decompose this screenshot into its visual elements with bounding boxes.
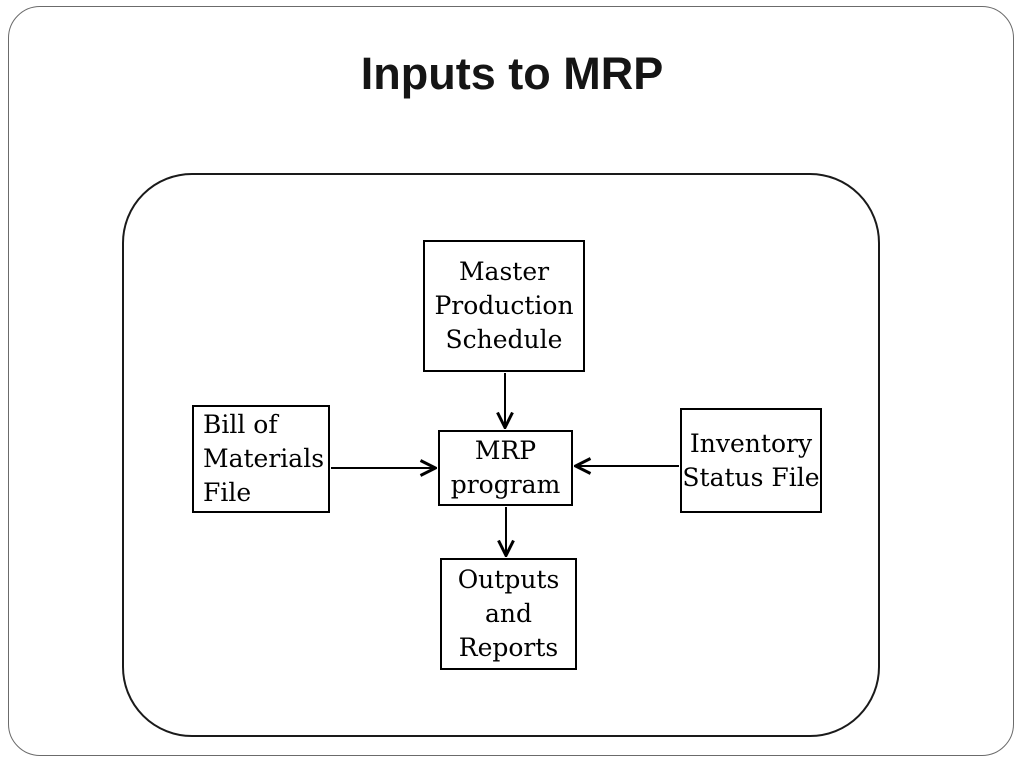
slide-border <box>8 6 1014 756</box>
node-outputs-and-reports: Outputs and Reports <box>440 558 577 670</box>
slide-title: Inputs to MRP <box>360 48 664 99</box>
node-mrp-program: MRP program <box>438 430 573 506</box>
node-bill-of-materials-file: Bill of Materials File <box>192 405 330 513</box>
node-inventory-status-file: Inventory Status File <box>680 408 822 513</box>
node-master-production-schedule: Master Production Schedule <box>423 240 585 372</box>
diagram-frame <box>122 173 880 737</box>
